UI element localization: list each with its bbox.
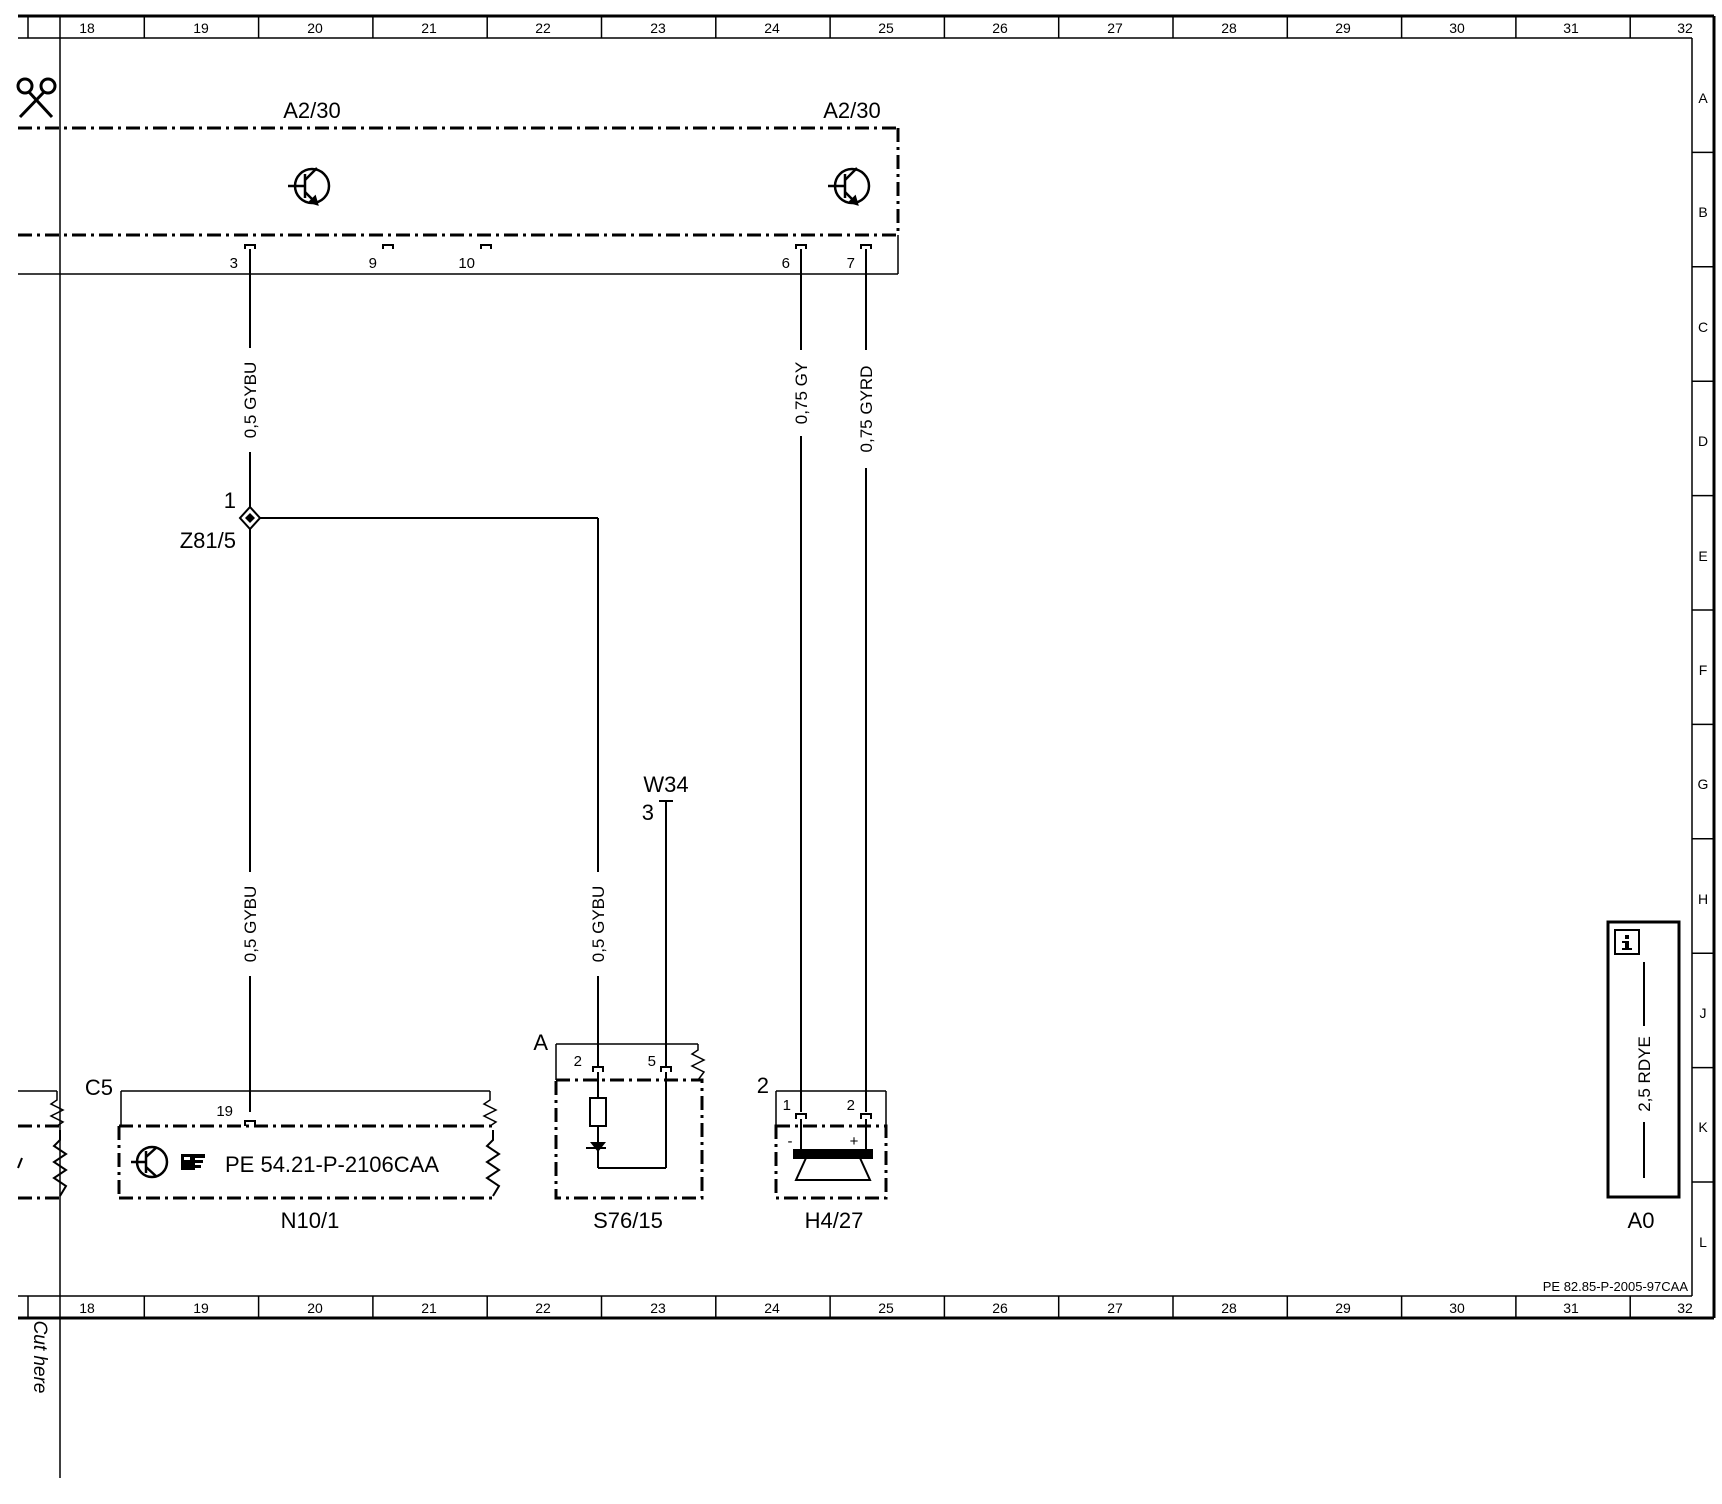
- column-label: 32: [1677, 1300, 1693, 1316]
- row-label: G: [1698, 776, 1709, 792]
- wire-label: 2,5 RDYE: [1635, 1036, 1654, 1112]
- transistor-icon: [288, 167, 331, 206]
- wire-label: 0,75 GYRD: [857, 366, 876, 453]
- pin-label: 1: [783, 1097, 791, 1114]
- row-label: A: [1698, 90, 1708, 106]
- w34-ground-point: W34 3: [642, 772, 689, 825]
- a0-label: A0: [1628, 1208, 1655, 1233]
- column-label: 30: [1449, 20, 1465, 36]
- column-labels-bottom: 18 19 20 21 22 23 24 25 26 27 28 29 30 3…: [79, 1300, 1693, 1316]
- n10-1-label: N10/1: [281, 1208, 340, 1233]
- h4-27-label: H4/27: [805, 1208, 864, 1233]
- pin-label: 6: [782, 255, 790, 272]
- column-labels-top: 18 19 20 21 22 23 24 25 26 27 28 29 30 3…: [79, 20, 1693, 36]
- column-label: 18: [79, 1300, 95, 1316]
- row-label: J: [1700, 1005, 1707, 1021]
- column-label: 25: [878, 1300, 894, 1316]
- pin-label: 10: [458, 255, 475, 272]
- row-label: E: [1698, 548, 1707, 564]
- s76-15-label: S76/15: [593, 1208, 663, 1233]
- a0-info-box: 2,5 RDYE A0: [1606, 920, 1681, 1233]
- s76-15-connector-label: A: [533, 1030, 548, 1055]
- pin-label: 9: [369, 255, 377, 272]
- column-label: 23: [650, 1300, 666, 1316]
- a2-30-control-unit: A2/30 A2/30 3 9 10: [18, 98, 900, 275]
- document-code: PE 82.85-P-2005-97CAA: [1543, 1279, 1689, 1294]
- column-label: 32: [1677, 20, 1693, 36]
- scissors-icon: [16, 77, 57, 119]
- pointing-hand-icon: [181, 1154, 205, 1170]
- wire-label: 0,5 GYBU: [241, 886, 260, 963]
- column-label: 26: [992, 20, 1008, 36]
- wire-label: 0,75 GY: [792, 362, 811, 424]
- z81-5-pin-label: 1: [224, 488, 236, 513]
- polarity-plus: +: [850, 1133, 859, 1150]
- column-label: 26: [992, 1300, 1008, 1316]
- column-label: 28: [1221, 1300, 1237, 1316]
- column-label: 25: [878, 20, 894, 36]
- transistor-icon: [131, 1145, 169, 1179]
- column-label: 21: [421, 1300, 437, 1316]
- row-label: B: [1698, 204, 1707, 220]
- column-label: 24: [764, 1300, 780, 1316]
- row-labels: A B C D E F G H J K L: [1698, 90, 1709, 1250]
- n10-1-module: C5 19 PE 54.21-P-2106CAA N10/1: [17, 1075, 501, 1233]
- row-label: F: [1699, 662, 1708, 678]
- z81-5-label: Z81/5: [180, 528, 236, 553]
- drawing-frame: [18, 14, 1716, 1478]
- w34-label: W34: [643, 772, 688, 797]
- column-label: 19: [193, 1300, 209, 1316]
- column-label: 29: [1335, 1300, 1351, 1316]
- column-label: 20: [307, 20, 323, 36]
- column-label: 31: [1563, 20, 1579, 36]
- column-label: 28: [1221, 20, 1237, 36]
- column-label: 27: [1107, 1300, 1123, 1316]
- n10-1-connector-label: C5: [85, 1075, 113, 1100]
- column-label: 23: [650, 20, 666, 36]
- row-label: D: [1698, 433, 1708, 449]
- a2-30-label-left: A2/30: [283, 98, 341, 123]
- row-label: L: [1699, 1234, 1707, 1250]
- row-label: H: [1698, 891, 1708, 907]
- cut-here-label: Cut here: [29, 1321, 50, 1394]
- a2-30-label-right: A2/30: [823, 98, 881, 123]
- info-icon: [1614, 929, 1640, 955]
- column-label: 19: [193, 20, 209, 36]
- column-label: 29: [1335, 20, 1351, 36]
- wire-label: 0,5 GYBU: [241, 362, 260, 439]
- column-label: 31: [1563, 1300, 1579, 1316]
- h4-27-speaker: - + 2 1 2 H4/27: [757, 1073, 888, 1233]
- pin-label: 19: [216, 1103, 233, 1120]
- pin-label: 7: [847, 255, 855, 272]
- polarity-minus: -: [788, 1133, 793, 1150]
- column-label: 27: [1107, 20, 1123, 36]
- h4-27-connector-label: 2: [757, 1073, 769, 1098]
- pin-label: 2: [574, 1053, 582, 1070]
- z81-5-splice: 1 Z81/5: [180, 488, 262, 553]
- n10-1-reference: PE 54.21-P-2106CAA: [225, 1152, 439, 1177]
- column-label: 21: [421, 20, 437, 36]
- s76-15-switch: A 2 5 S76/15: [533, 1030, 706, 1233]
- column-label: 30: [1449, 1300, 1465, 1316]
- pin-label: 2: [847, 1097, 855, 1114]
- transistor-icon: [828, 167, 871, 206]
- pin-label: 3: [230, 255, 238, 272]
- column-label: 24: [764, 20, 780, 36]
- row-label: C: [1698, 319, 1708, 335]
- column-label: 22: [535, 20, 551, 36]
- column-label: 22: [535, 1300, 551, 1316]
- wire-paths: [249, 249, 867, 1112]
- pin-label: 5: [648, 1053, 656, 1070]
- w34-pin-label: 3: [642, 800, 654, 825]
- row-label: K: [1698, 1119, 1708, 1135]
- column-label: 20: [307, 1300, 323, 1316]
- wire-label: 0,5 GYBU: [589, 886, 608, 963]
- column-label: 18: [79, 20, 95, 36]
